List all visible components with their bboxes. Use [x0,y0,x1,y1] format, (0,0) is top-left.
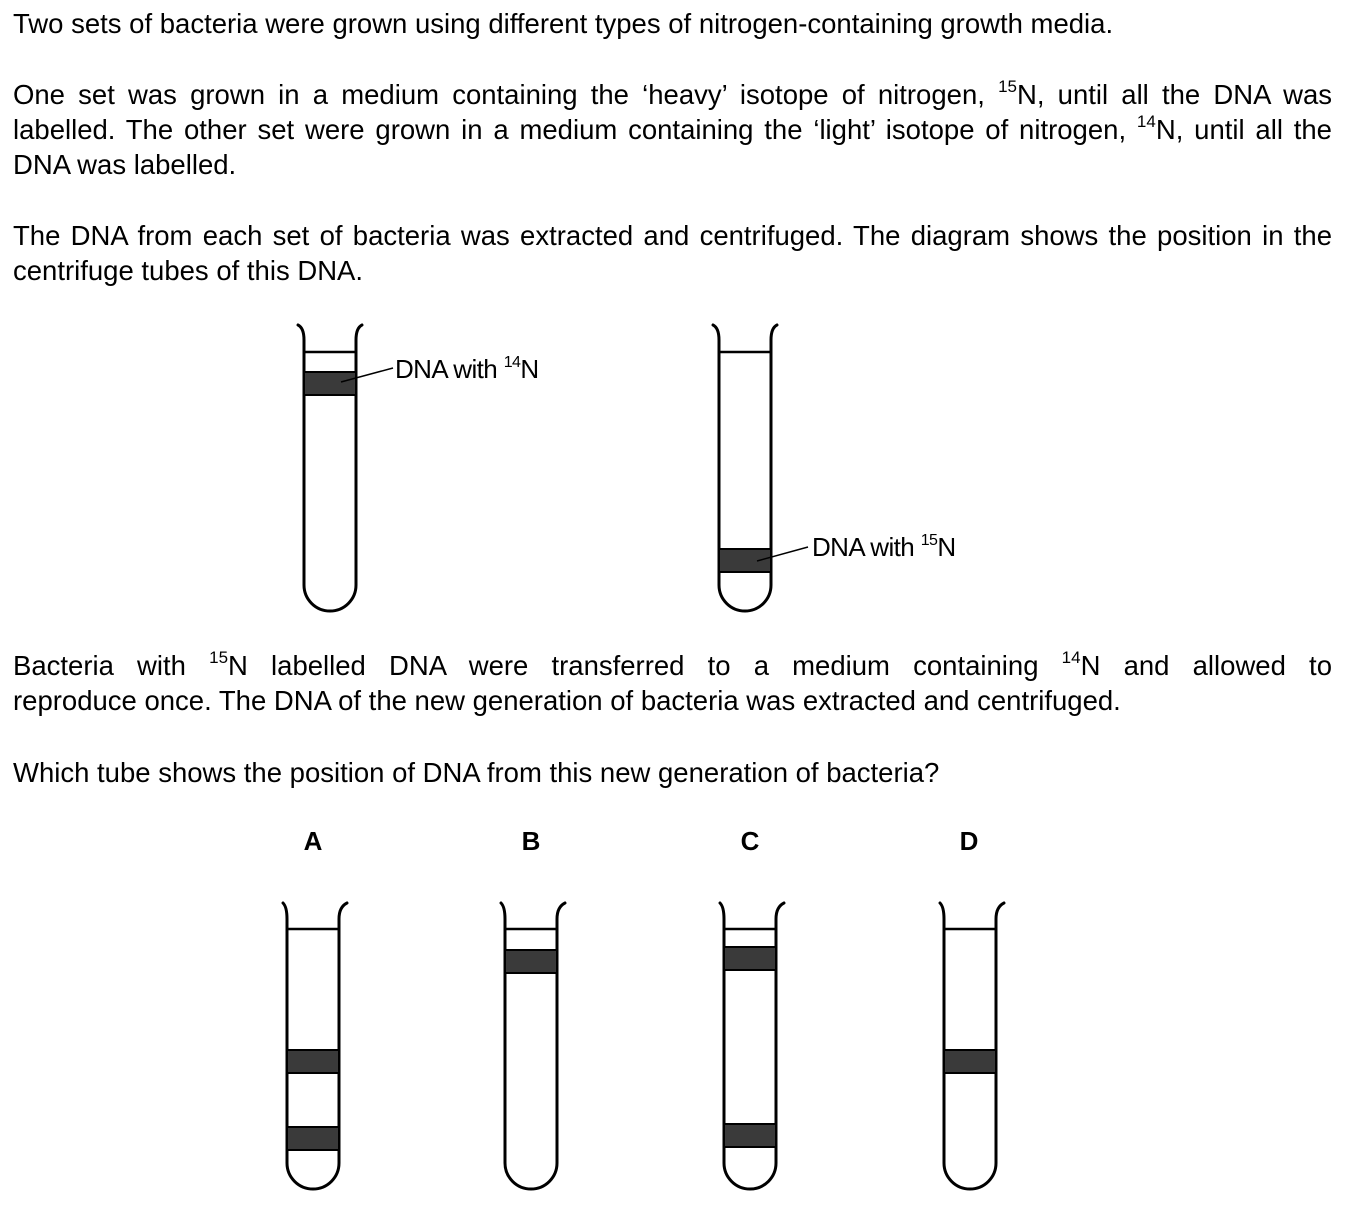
centrifuge-paragraph: The DNA from each set of bacteria was ex… [13,220,1332,286]
band-d-middle [943,1049,997,1074]
band-a-middle [286,1049,340,1074]
method-text-3: N, until all the DNA was labelled. [13,114,1332,180]
question-text: Which tube shows the position of DNA fro… [13,757,940,788]
option-label-b[interactable]: B [521,826,541,856]
option-label-d[interactable]: D [959,826,979,856]
method-text-2: N, until all the DNA was labelled. The o… [13,79,1332,145]
option-tube-b [499,901,567,1191]
leader-line-14n [340,367,394,383]
leader-line-15n [756,546,809,562]
label-dna-15n: DNA with 15N [812,532,956,562]
option-label-c[interactable]: C [740,826,760,856]
option-tube-a [281,901,349,1191]
band-b-top [504,949,558,974]
option-tube-c [718,901,786,1191]
band-c-bottom [723,1123,777,1148]
option-tube-d [938,901,1006,1191]
isotope-sup-14: 14 [1136,112,1156,131]
band-a-bottom [286,1126,340,1151]
reference-tube-14n [296,323,364,613]
transfer-paragraph-line1: Bacteria with 15N labelled DNA were tran… [13,648,1332,681]
transfer-paragraph-line2: reproduce once. The DNA of the new gener… [13,685,1121,716]
method-paragraph: One set was grown in a medium containing… [13,77,1332,182]
band-14n-reference [303,371,357,396]
method-text-1: One set was grown in a medium containing… [13,79,999,110]
label-dna-14n: DNA with 14N [395,354,539,384]
intro-paragraph: Two sets of bacteria were grown using di… [13,8,1114,39]
reference-tube-15n [711,323,779,613]
option-label-a[interactable]: A [303,826,323,856]
band-15n-reference [718,548,772,573]
isotope-sup-15: 15 [998,77,1017,96]
band-c-top [723,946,777,971]
